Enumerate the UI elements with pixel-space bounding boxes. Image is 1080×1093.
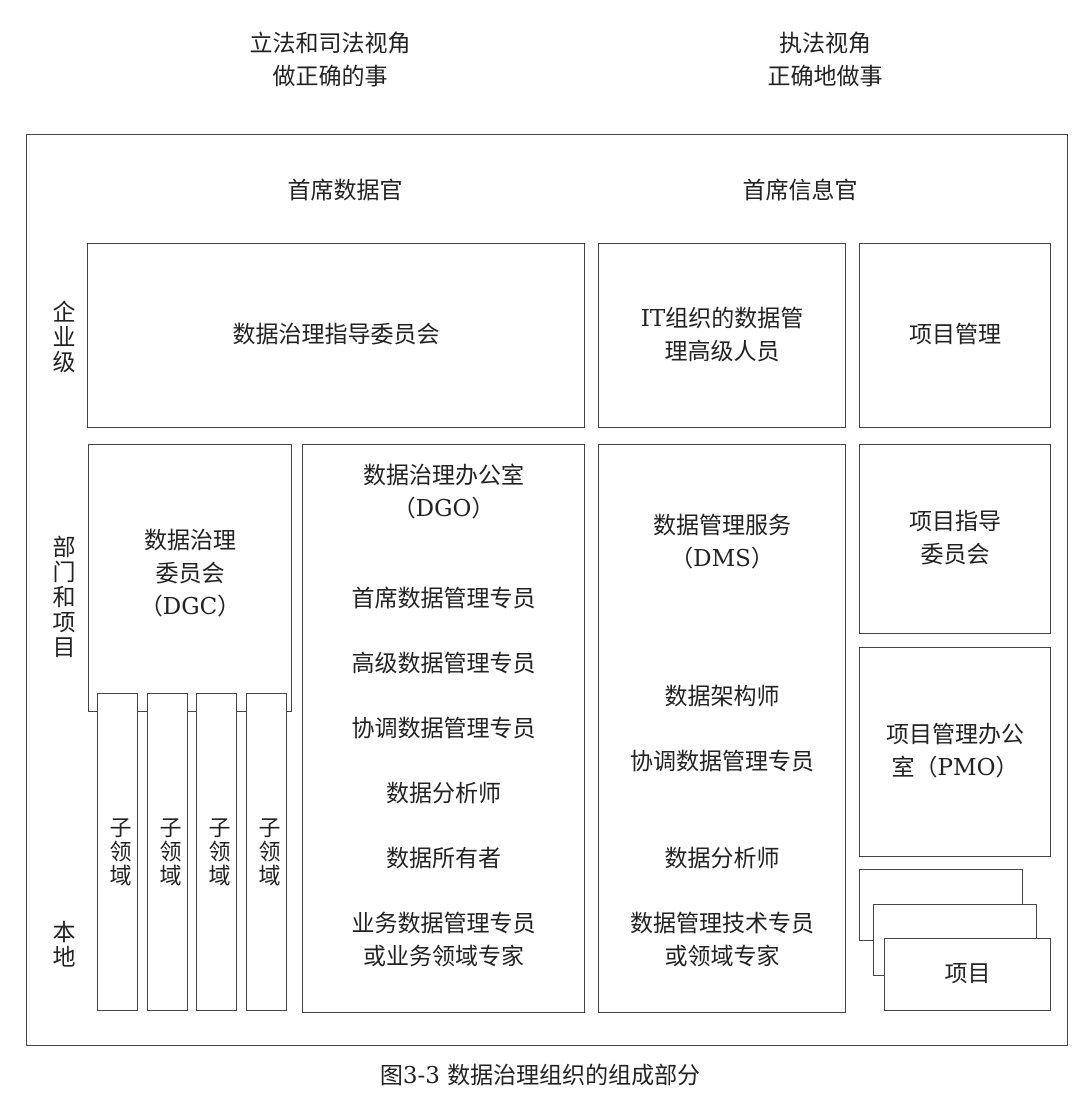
project-steering-line1: 项目指导 bbox=[909, 509, 1001, 535]
project-steering-label: 项目指导 委员会 bbox=[909, 506, 1001, 572]
header-left: 立法和司法视角 做正确的事 bbox=[220, 28, 440, 94]
dgo-item-last: 业务数据管理专员 或业务领域专家 bbox=[302, 908, 585, 974]
project-mgmt-box: 项目管理 bbox=[859, 243, 1051, 428]
it-senior-line1: IT组织的数据管 bbox=[640, 305, 804, 332]
it-senior-box: IT组织的数据管 理高级人员 bbox=[598, 243, 846, 428]
header-right-line1: 执法视角 bbox=[779, 31, 871, 57]
subdomain-label: 子领域 bbox=[254, 816, 280, 888]
pmo-line2: 室（PMO） bbox=[891, 755, 1019, 781]
subdomain-box: 子领域 bbox=[97, 693, 138, 1011]
dms-item: 协调数据管理专员 bbox=[630, 749, 814, 775]
header-right: 执法视角 正确地做事 bbox=[725, 28, 925, 94]
dgc-line3: （DGC） bbox=[139, 594, 241, 620]
dgo-item: 协调数据管理专员 bbox=[351, 716, 536, 742]
project-steering-box: 项目指导 委员会 bbox=[859, 444, 1051, 634]
figure-caption: 图3-3 数据治理组织的组成部分 bbox=[379, 1063, 701, 1089]
project-mgmt-label: 项目管理 bbox=[909, 322, 1001, 348]
dgo-item: 数据所有者 bbox=[386, 846, 501, 872]
subdomain-label: 子领域 bbox=[105, 816, 131, 888]
it-senior-line2: 理高级人员 bbox=[664, 338, 780, 365]
level-local: 本地 bbox=[48, 920, 74, 970]
dms-title-line1: 数据管理服务 bbox=[653, 513, 791, 539]
cio-label: 首席信息官 bbox=[742, 178, 858, 204]
header-left-line1: 立法和司法视角 bbox=[249, 31, 411, 57]
dms-item: 数据分析师 bbox=[664, 846, 780, 872]
dgc-box bbox=[88, 444, 292, 712]
steering-committee-label: 数据治理指导委员会 bbox=[232, 322, 440, 348]
dms-last-line2: 或领域专家 bbox=[664, 944, 780, 970]
pmo-line1: 项目管理办公 bbox=[886, 722, 1024, 748]
dgc-label: 数据治理 委员会 （DGC） bbox=[88, 525, 292, 624]
subdomain-box: 子领域 bbox=[196, 693, 237, 1011]
dgo-title-line2: （DGO） bbox=[392, 496, 495, 522]
subdomain-label: 子领域 bbox=[155, 816, 181, 888]
level-dept: 部门和项目 bbox=[48, 535, 74, 660]
project-label: 项目 bbox=[944, 961, 991, 987]
dgo-last-line1: 业务数据管理专员 bbox=[351, 911, 536, 937]
dms-last-line1: 数据管理技术专员 bbox=[630, 911, 814, 937]
dgo-title: 数据治理办公室 （DGO） bbox=[302, 460, 585, 526]
cdo-label: 首席数据官 bbox=[287, 178, 403, 204]
subdomain-box: 子领域 bbox=[147, 693, 188, 1011]
dgc-line1: 数据治理 bbox=[144, 528, 236, 554]
project-steering-line2: 委员会 bbox=[920, 542, 990, 568]
dgo-box bbox=[302, 444, 585, 1013]
level-enterprise: 企业级 bbox=[48, 300, 74, 375]
header-right-line2: 正确地做事 bbox=[767, 64, 883, 90]
dms-title-line2: （DMS） bbox=[670, 546, 774, 572]
dgo-title-line1: 数据治理办公室 bbox=[363, 463, 524, 489]
dgo-item: 首席数据管理专员 bbox=[351, 586, 536, 612]
dgo-last-line2: 或业务领域专家 bbox=[363, 944, 524, 970]
header-left-line2: 做正确的事 bbox=[272, 64, 388, 90]
dms-box bbox=[598, 444, 846, 1013]
pmo-label: 项目管理办公 室（PMO） bbox=[886, 719, 1024, 785]
dgc-line2: 委员会 bbox=[155, 561, 225, 587]
project-box: 项目 bbox=[884, 938, 1051, 1011]
steering-committee-box: 数据治理指导委员会 bbox=[87, 243, 585, 428]
dms-item: 数据架构师 bbox=[664, 684, 780, 710]
dgo-item: 数据分析师 bbox=[386, 781, 501, 807]
dgo-item: 高级数据管理专员 bbox=[351, 651, 536, 677]
dms-title: 数据管理服务 （DMS） bbox=[598, 510, 846, 576]
dms-item-last: 数据管理技术专员 或领域专家 bbox=[598, 908, 846, 974]
pmo-box: 项目管理办公 室（PMO） bbox=[859, 647, 1051, 857]
it-senior-label: IT组织的数据管 理高级人员 bbox=[641, 303, 803, 369]
subdomain-label: 子领域 bbox=[204, 816, 230, 888]
subdomain-box: 子领域 bbox=[246, 693, 287, 1011]
